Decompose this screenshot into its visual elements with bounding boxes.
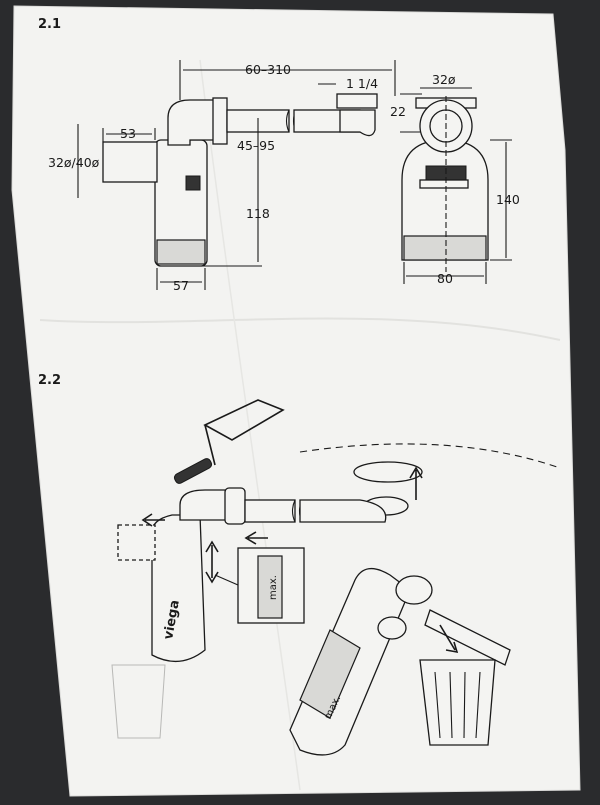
siphon-threads [185, 175, 201, 191]
front-nut-ring [419, 179, 469, 189]
dim-118: 118 [246, 206, 270, 221]
section-label-2-1: 2.1 [38, 17, 61, 32]
siphon-side-view [102, 93, 378, 267]
large-nut-2 [377, 616, 407, 640]
large-pipe-threads [299, 629, 361, 719]
detail-hose [257, 555, 283, 619]
paper-crease [39, 317, 561, 341]
siphon-body-3d [151, 514, 206, 662]
arrow-left-icon [141, 513, 165, 527]
arrow-left-icon-2 [244, 531, 268, 545]
siphon-body-base [156, 239, 206, 265]
hacksaw-icon [173, 399, 285, 484]
dim-53: 53 [120, 126, 136, 141]
inlet-ghost [117, 524, 156, 561]
brand-label: viega [161, 599, 183, 641]
side-view-dimensions: 60–310 1 1/4 22 53 32ø/40ø 45–95 118 57 [48, 60, 422, 293]
dim-1-1-4: 1 1/4 [346, 76, 378, 91]
dim-60-310: 60–310 [245, 62, 291, 77]
pipe-3d-left [244, 499, 296, 523]
dim-22: 22 [390, 104, 406, 119]
assembly-illustration: viega max. max. [111, 399, 561, 756]
dim-32-40: 32ø/40ø [48, 155, 100, 170]
arrow-up-icon [409, 466, 423, 500]
siphon-inlet-stub [102, 141, 158, 183]
sink-drain [353, 461, 423, 483]
elbow-nut [212, 97, 228, 145]
trash-bin-icon [419, 659, 496, 746]
dim-45-95: 45–95 [237, 138, 275, 153]
top-connector-nut [336, 93, 378, 109]
pipe-end-bend [339, 109, 376, 137]
max-label-1: max. [268, 575, 279, 600]
pipe-3d-right [299, 499, 387, 523]
section-label-2-2: 2.2 [38, 373, 61, 388]
inset-leader [214, 574, 239, 586]
removed-part [424, 609, 511, 666]
dim-140: 140 [496, 192, 520, 207]
arrow-down-icon [439, 624, 459, 654]
front-view-dimensions: 32ø 140 80 [403, 72, 520, 286]
front-body-base [403, 235, 487, 261]
ghost-bin [111, 664, 166, 739]
siphon-elbow [167, 99, 216, 146]
dim-57: 57 [173, 278, 189, 293]
siphon-front-view [401, 96, 489, 272]
large-nut [395, 575, 433, 605]
dim-80: 80 [437, 271, 453, 286]
sink-outline [299, 443, 561, 469]
elbow-nut-3d [224, 487, 246, 525]
dim-32-top: 32ø [432, 72, 456, 87]
